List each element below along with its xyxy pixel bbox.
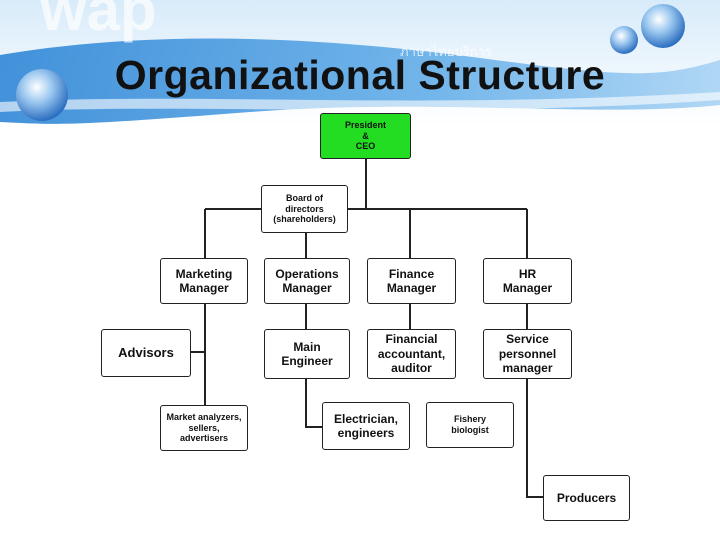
connector-service-down <box>526 379 543 498</box>
page-title: Organizational Structure <box>114 52 606 98</box>
orb-right-large <box>641 4 685 48</box>
node-electrician-engineers: Electrician, engineers <box>322 402 410 450</box>
node-hr-manager: HR Manager <box>483 258 572 304</box>
node-finance-manager: Finance Manager <box>367 258 456 304</box>
header-watermark: wap <box>39 0 157 43</box>
node-market-analyzers: Market analyzers, sellers, advertisers <box>160 405 248 451</box>
orb-left <box>16 69 68 121</box>
node-service-personnel-manager: Service personnel manager <box>483 329 572 379</box>
node-main-engineer: Main Engineer <box>264 329 350 379</box>
header-script: ภาษาไทยบริการ <box>400 44 492 60</box>
node-operations-manager: Operations Manager <box>264 258 350 304</box>
node-fishery-biologist: Fishery biologist <box>426 402 514 448</box>
node-financial-accountant: Financial accountant, auditor <box>367 329 456 379</box>
node-marketing-manager: Marketing Manager <box>160 258 248 304</box>
connector-main-to-electrician <box>305 379 327 428</box>
node-advisors: Advisors <box>101 329 191 377</box>
orb-right-small <box>610 26 638 54</box>
node-producers: Producers <box>543 475 630 521</box>
node-board-of-directors: Board of directors (shareholders) <box>261 185 348 233</box>
node-president: President & CEO <box>320 113 411 159</box>
